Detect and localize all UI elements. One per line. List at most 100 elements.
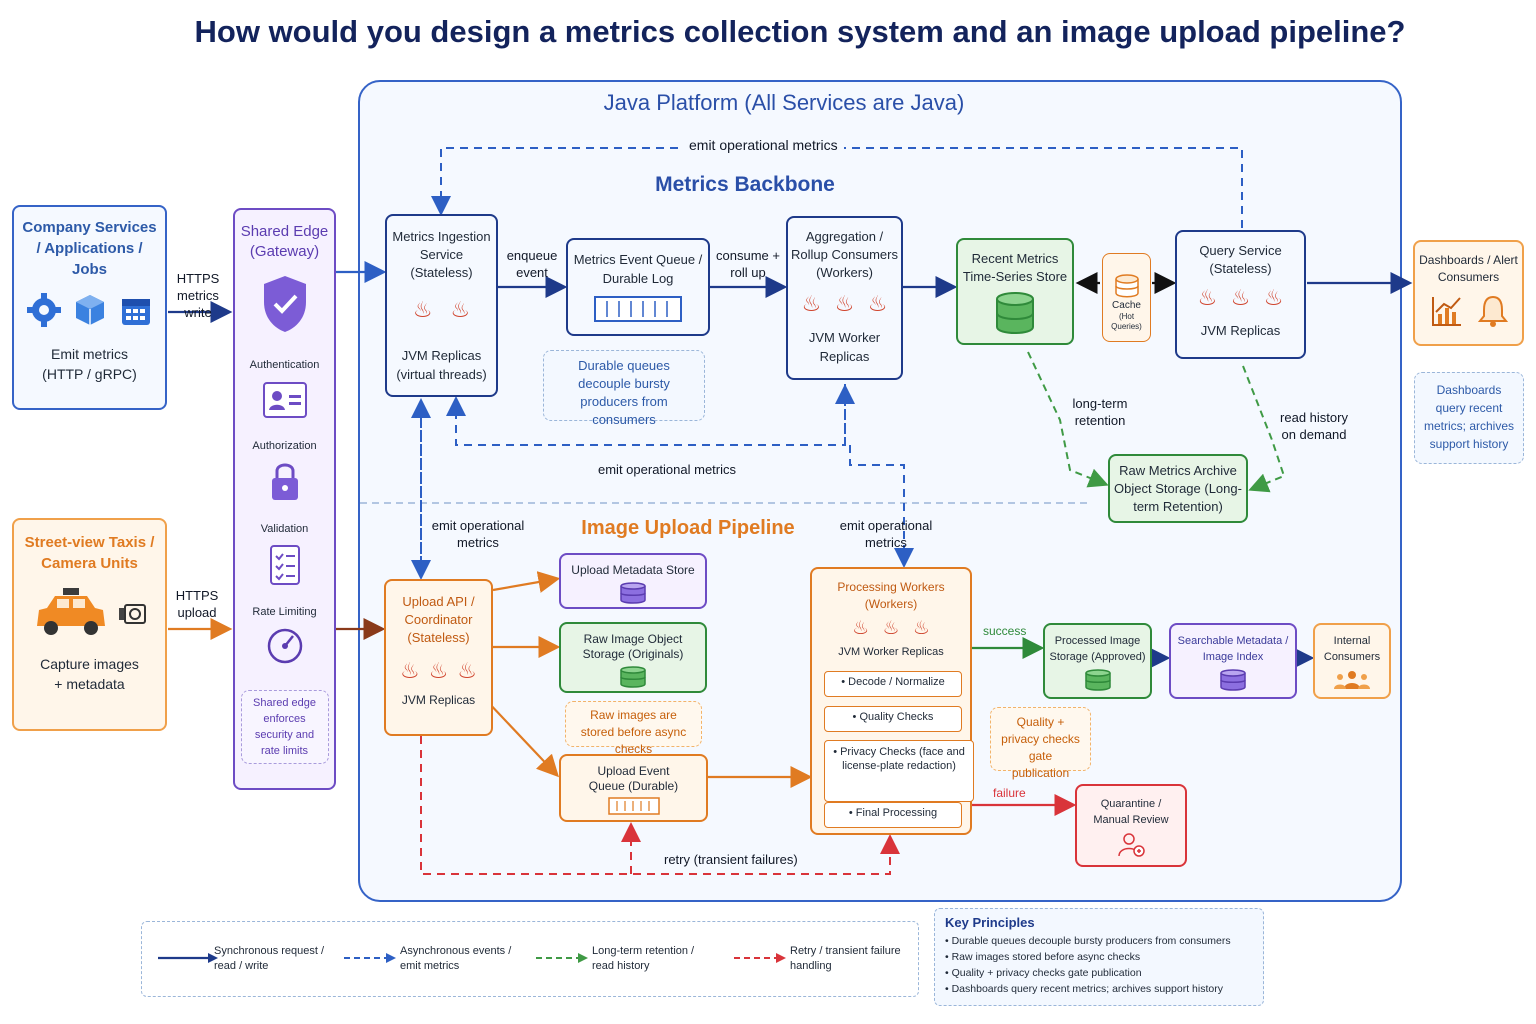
dashboards-box: Dashboards / Alert Consumers [1413,240,1524,346]
emit-ops-mid-label: emit operational metrics [598,462,736,477]
edge-item-authorization: Authorization [252,440,317,452]
upload-api-caption: JVM Replicas [401,693,476,707]
processing-title: Processing Workers (Workers) [837,580,945,611]
upload-api-coordinator: Upload API / Coordinator (Stateless) ♨ ♨… [384,579,493,736]
read-history-label: read history on demand [1280,410,1348,442]
principle-item: • Quality + privacy checks gate publicat… [945,967,1142,979]
query-title: Query Service (Stateless) [1199,243,1282,276]
step-quality: • Quality Checks [824,706,962,732]
raw-metrics-archive: Raw Metrics Archive Object Storage (Long… [1108,454,1248,523]
https-upload-label: HTTPS upload [175,588,219,620]
company-services-title: Company Services / Applications / Jobs [22,219,157,278]
taxis-caption: Capture images + metadata [40,656,139,692]
queue-icon [607,797,660,815]
cube-icon [75,295,104,325]
processing-caption: JVM Worker Replicas [838,646,944,658]
bell-icon [1477,295,1508,327]
edge-item-validation: Validation [260,523,309,535]
edge-item-authentication: Authentication [249,359,320,371]
emit-ops-right-label: emit operational metrics [839,518,933,550]
taxis-box: Street-view Taxis / Camera Units Capture… [12,518,167,731]
quarantine-title: Quarantine / Manual Review [1093,798,1169,826]
id-card-icon [262,382,307,418]
queue-note: Durable queues decouple bursty producers… [543,350,705,427]
principle-item: • Durable queues decouple bursty produce… [945,935,1231,947]
database-icon [1220,669,1246,691]
ingestion-caption: JVM Replicas (virtual threads) [396,348,487,382]
legend-retention-line [536,953,588,963]
processing-workers: Processing Workers (Workers) ♨ ♨ ♨ JVM W… [810,567,974,835]
aggregation-consumers: Aggregation / Rollup Consumers (Workers)… [786,216,903,380]
shield-icon [263,276,306,332]
success-label: success [983,624,1027,638]
chart-icon [1431,297,1461,326]
checklist-icon [269,545,300,585]
event-queue-title: Metrics Event Queue / Durable Log [573,252,703,286]
edge-note: Shared edge enforces security and rate l… [240,690,329,764]
people-icon [1334,671,1370,689]
ingestion-title: Metrics Ingestion Service (Stateless) [392,229,491,280]
upload-meta-title: Upload Metadata Store [571,563,695,577]
raw-image-title: Raw Image Object Storage (Originals) [582,632,684,661]
edge-item-rate-limiting: Rate Limiting [252,606,317,618]
lock-icon [271,463,298,500]
queue-icon [594,296,682,322]
dashboards-note: Dashboards query recent metrics; archive… [1414,372,1524,464]
shared-edge-gateway: Shared Edge (Gateway) Authentication Aut… [233,208,336,790]
legend: Synchronous request / read / write Async… [141,921,919,997]
company-services-caption: Emit metrics (HTTP / gRPC) [42,346,137,382]
principle-item: • Raw images stored before async checks [945,951,1141,963]
user-review-icon [1118,833,1145,857]
legend-label-retention: Long-term retention / read history [592,945,695,972]
company-services-box: Company Services / Applications / Jobs E… [12,205,167,410]
step-final: • Final Processing [824,802,962,828]
metrics-event-queue: Metrics Event Queue / Durable Log [566,238,710,336]
dashboards-title: Dashboards / Alert Consumers [1419,253,1518,284]
upload-event-queue: Upload Event Queue (Durable) [559,754,708,822]
legend-label-async: Asynchronous events / emit metrics [400,945,512,972]
legend-async-line [344,953,396,963]
internal-consumers: Internal Consumers [1313,623,1391,699]
calendar-icon [121,299,150,325]
step-privacy: • Privacy Checks (face and license-plate… [824,740,974,802]
quality-note: Quality + privacy checks gate publicatio… [990,707,1091,780]
platform-title: Java Platform (All Services are Java) [603,90,965,115]
taxi-icon [36,588,105,635]
internal-title: Internal Consumers [1323,635,1381,663]
java-icon: ♨ [412,297,433,322]
upload-api-title: Upload API / Coordinator (Stateless) [402,594,475,645]
key-principles: Key Principles • Durable queues decouple… [934,908,1264,1006]
camera-icon [118,604,146,624]
aggregation-caption: JVM Worker Replicas [808,330,881,364]
searchable-title: Searchable Metadata / Image Index [1177,635,1289,663]
raw-image-storage: Raw Image Object Storage (Originals) [559,622,707,693]
cache-sub: (Hot Queries) [1111,312,1142,331]
legend-sync-line [158,953,218,963]
emit-ops-left-label: emit operational metrics [431,518,525,550]
upload-queue-title: Upload Event Queue (Durable) [588,764,679,793]
aggregation-title: Aggregation / Rollup Consumers (Workers) [791,229,898,280]
step-decode: • Decode / Normalize [824,671,962,697]
long-term-label: long-term retention [1072,396,1128,428]
raw-note: Raw images are stored before async check… [565,701,702,756]
image-pipeline-title: Image Upload Pipeline [581,517,795,539]
legend-label-sync: Synchronous request / read / write [214,945,325,972]
key-principles-title: Key Principles [945,915,1035,930]
page-title: How would you design a metrics collectio… [194,14,1406,49]
cache-title: Cache [1112,300,1141,311]
metrics-backbone-title: Metrics Backbone [655,173,835,196]
emit-ops-top-label: emit operational metrics [683,137,844,154]
edge-title: Shared Edge (Gateway) [240,223,329,260]
principle-item: • Dashboards query recent metrics; archi… [945,983,1223,995]
consume-rollup-label: consume + roll up [716,248,780,280]
upload-metadata-store: Upload Metadata Store [559,553,707,609]
searchable-metadata-index: Searchable Metadata / Image Index [1169,623,1297,699]
taxis-title: Street-view Taxis / Camera Units [24,534,155,572]
cache-box: Cache (Hot Queries) [1102,253,1151,342]
processed-image-storage: Processed Image Storage (Approved) [1043,623,1152,699]
tsdb-title: Recent Metrics Time-Series Store [962,251,1068,284]
processed-title: Processed Image Storage (Approved) [1049,635,1146,663]
https-metrics-label: HTTPS metrics write [176,271,220,320]
query-service: Query Service (Stateless) ♨ ♨ ♨ JVM Repl… [1175,230,1306,359]
